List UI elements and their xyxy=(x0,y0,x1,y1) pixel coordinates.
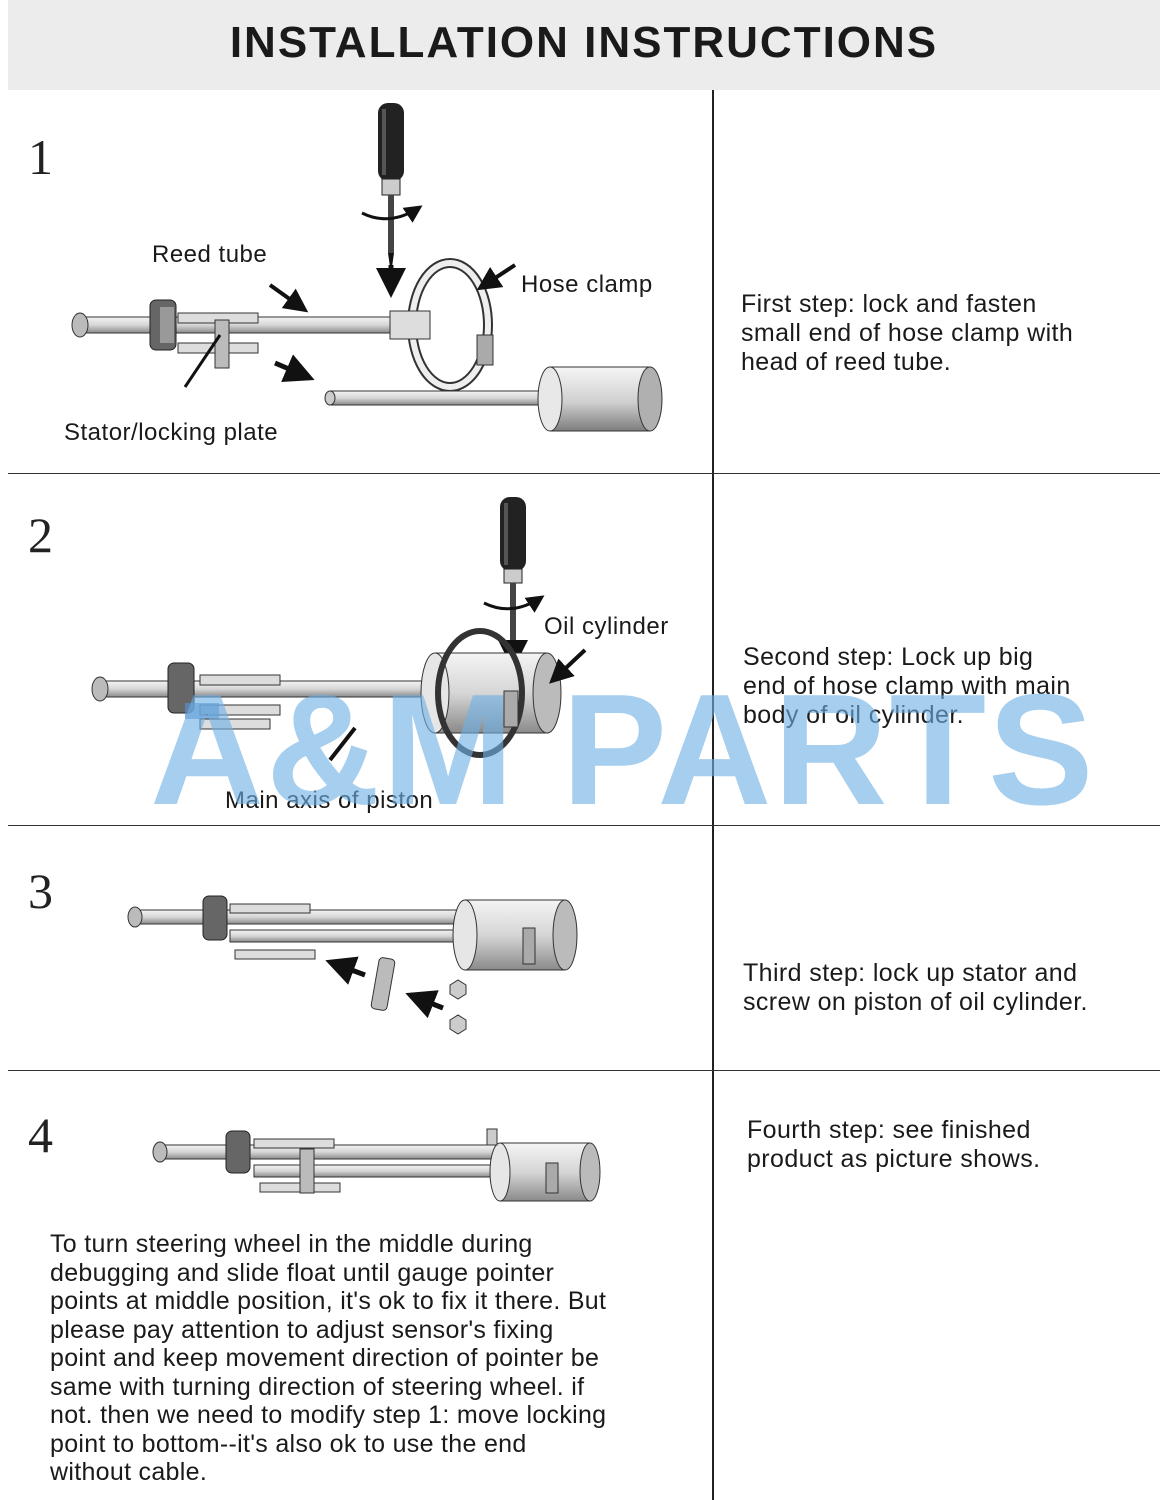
screwdriver-icon xyxy=(483,497,545,670)
step-4-description: Fourth step: see finished product as pic… xyxy=(747,1116,1041,1173)
row-divider xyxy=(8,473,1160,474)
step-2-illustration xyxy=(91,497,587,762)
step-3-description: Third step: lock up stator and screw on … xyxy=(743,959,1088,1016)
reed-tube-label: Reed tube xyxy=(152,241,268,268)
main-axis-label: Main axis of piston xyxy=(225,787,434,814)
step-4-illustration xyxy=(152,1128,601,1202)
page-title: INSTALLATION INSTRUCTIONS xyxy=(229,18,939,67)
stator-label: Stator/locking plate xyxy=(64,419,279,446)
row-divider xyxy=(8,1070,1160,1071)
hose-clamp-label: Hose clamp xyxy=(521,271,653,298)
step-3-illustration xyxy=(127,895,578,1035)
column-divider xyxy=(712,90,714,1500)
step-number: 4 xyxy=(28,1107,53,1163)
screwdriver-icon xyxy=(361,103,423,298)
step-number: 1 xyxy=(28,129,53,185)
step-1-description: First step: lock and fasten small end of… xyxy=(741,290,1074,376)
step-2-description: Second step: Lock up big end of hose cla… xyxy=(743,643,1071,729)
step-number: 2 xyxy=(28,507,53,563)
adjustment-note: To turn steering wheel in the middle dur… xyxy=(50,1230,607,1486)
oil-cylinder-label: Oil cylinder xyxy=(544,613,669,640)
row-divider xyxy=(8,825,1160,826)
step-number: 3 xyxy=(28,863,53,919)
header-banner: INSTALLATION INSTRUCTIONS xyxy=(8,0,1160,90)
step-1-illustration xyxy=(71,103,663,432)
